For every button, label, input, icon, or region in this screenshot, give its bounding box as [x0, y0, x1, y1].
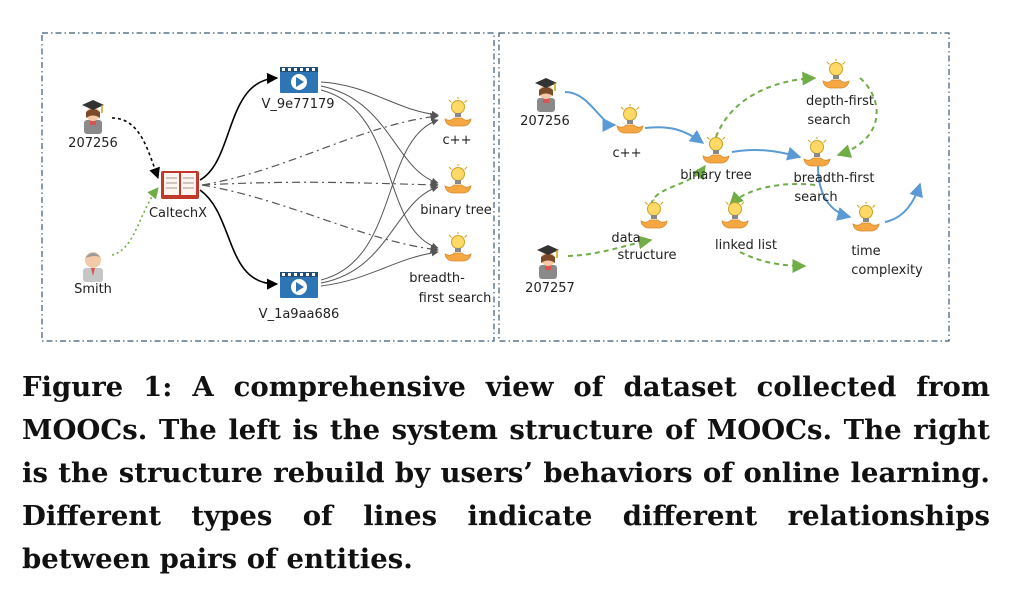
concept-label-bfs-line1: breadth-	[409, 271, 465, 286]
right-user-label-1: 207256	[520, 114, 570, 129]
concept-label-bfs-line2: first search	[419, 291, 492, 306]
graduate-user-icon	[81, 99, 105, 135]
right-concept-label-dfs-line2: search	[807, 113, 850, 128]
left-panel: 207256 Smith CaltechX V_9e77179 V_1a9aa6…	[68, 67, 492, 322]
caption-label: Figure 1:	[22, 371, 173, 403]
right-concept-label-dfs-line1: depth-first	[806, 94, 874, 109]
video-label-2: V_1a9aa686	[259, 307, 340, 322]
right-concept-label-linked-list: linked list	[715, 238, 777, 253]
blue-path-time-complexity-out	[884, 182, 923, 223]
green-path-binary-tree-dfs	[715, 71, 817, 138]
edge-user-207256-course	[111, 117, 160, 180]
green-path-dfs-bfs	[836, 77, 878, 158]
lightbulb-icon	[444, 163, 472, 194]
edge-course-binary-tree	[201, 180, 439, 190]
edge-course-bfs	[201, 184, 439, 254]
video-icon	[280, 272, 318, 298]
right-concept-label-tc-line1: time	[851, 244, 880, 259]
edge-course-video-1	[199, 72, 279, 181]
right-panel: 207256 207257 c++ binary tree depth-firs…	[520, 58, 923, 296]
blue-path-user-cpp	[564, 91, 617, 132]
right-concept-label-ds-line1: data	[611, 231, 640, 246]
concept-label-cpp: c++	[443, 133, 472, 148]
blue-path-binary-tree-bfs	[731, 146, 802, 161]
green-path-linked-list-out	[739, 251, 807, 273]
left-user-label-1: 207256	[68, 136, 118, 151]
video-label-1: V_9e77179	[261, 97, 334, 112]
person-user-icon	[83, 252, 103, 282]
right-concept-label-ds-line2: structure	[618, 248, 677, 263]
graduate-user-icon	[534, 77, 558, 113]
lightbulb-icon	[616, 103, 644, 134]
caption-text: A comprehensive view of dataset collecte…	[22, 371, 990, 575]
left-panel-border	[41, 32, 495, 342]
edge-video2-bfs	[320, 249, 439, 287]
lightbulb-icon	[444, 96, 472, 127]
right-concept-label-binary-tree: binary tree	[680, 168, 751, 183]
edge-video1-cpp	[320, 81, 439, 118]
video-icon	[280, 67, 318, 93]
figure-caption: Figure 1: A comprehensive view of datase…	[22, 366, 990, 581]
edge-user-smith-course	[111, 187, 159, 256]
edge-course-cpp	[201, 112, 439, 186]
blue-path-bfs-time-complexity	[817, 165, 852, 221]
book-icon	[160, 170, 200, 200]
course-label: CaltechX	[149, 206, 207, 221]
edge-video2-cpp	[320, 118, 439, 281]
right-concept-label-tc-line2: complexity	[851, 263, 923, 278]
green-path-bfs-linked-list	[729, 183, 816, 206]
green-path-user-data-structure	[567, 235, 653, 257]
right-panel-border	[498, 32, 950, 342]
lightbulb-icon	[803, 136, 831, 167]
right-user-label-2: 207257	[525, 281, 575, 296]
lightbulb-icon	[852, 201, 880, 232]
edge-course-video-2	[199, 189, 279, 290]
green-path-data-structure-binary-tree	[650, 164, 706, 206]
lightbulb-icon	[721, 198, 749, 229]
lightbulb-icon	[640, 198, 668, 229]
edge-video1-bfs	[320, 89, 439, 250]
right-concept-label-cpp: c++	[613, 146, 642, 161]
figure-diagram: 207256 Smith CaltechX V_9e77179 V_1a9aa6…	[41, 32, 950, 342]
lightbulb-icon	[444, 231, 472, 262]
lightbulb-icon	[822, 58, 850, 89]
lightbulb-icon	[702, 133, 730, 164]
right-concept-label-bfs-line1: breadth-first	[794, 171, 875, 186]
concept-label-binary-tree: binary tree	[420, 203, 491, 218]
edge-video2-binary-tree	[320, 185, 439, 284]
edge-video1-binary-tree	[320, 85, 439, 185]
graduate-user-icon	[536, 244, 560, 280]
blue-path-cpp-binary-tree	[644, 126, 705, 144]
right-concept-label-bfs-line2: search	[794, 190, 837, 205]
left-user-label-2: Smith	[74, 282, 112, 297]
